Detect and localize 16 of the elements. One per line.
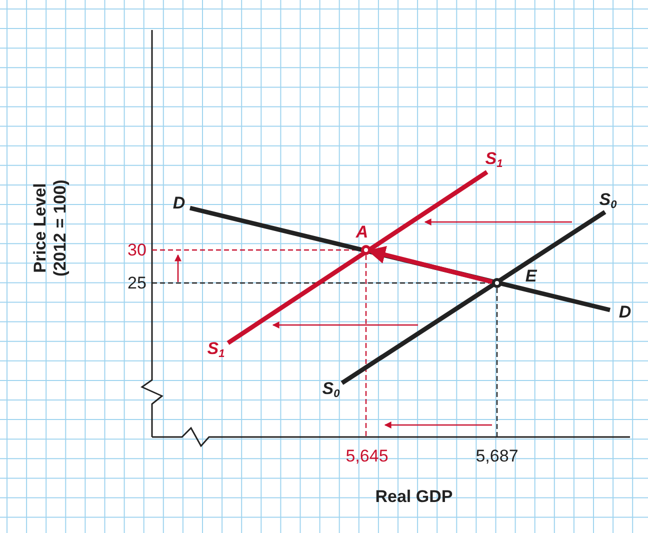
axis-tick-label: 5,687 — [476, 448, 518, 464]
axis-tick-label: 25 — [128, 274, 146, 292]
curve-label: S$_{1}$ — [207, 340, 225, 360]
axis-title: Real GDP — [374, 487, 454, 507]
point-label: E — [525, 268, 537, 284]
curve-label: D — [172, 194, 186, 212]
curve-label: S$_{0}$ — [322, 380, 340, 400]
axis-title: Price Level (2012 = 100) — [30, 178, 70, 278]
equilibrium-point — [361, 245, 371, 255]
curve-label: D — [618, 304, 632, 320]
curve-label: S$_{0}$ — [599, 191, 617, 211]
axis-tick-label: 30 — [128, 242, 146, 258]
equilibrium-point — [492, 278, 502, 288]
curve-label: S$_{1}$ — [485, 150, 503, 170]
axis-tick-label: 5,645 — [346, 448, 388, 464]
point-label: A — [356, 224, 368, 240]
